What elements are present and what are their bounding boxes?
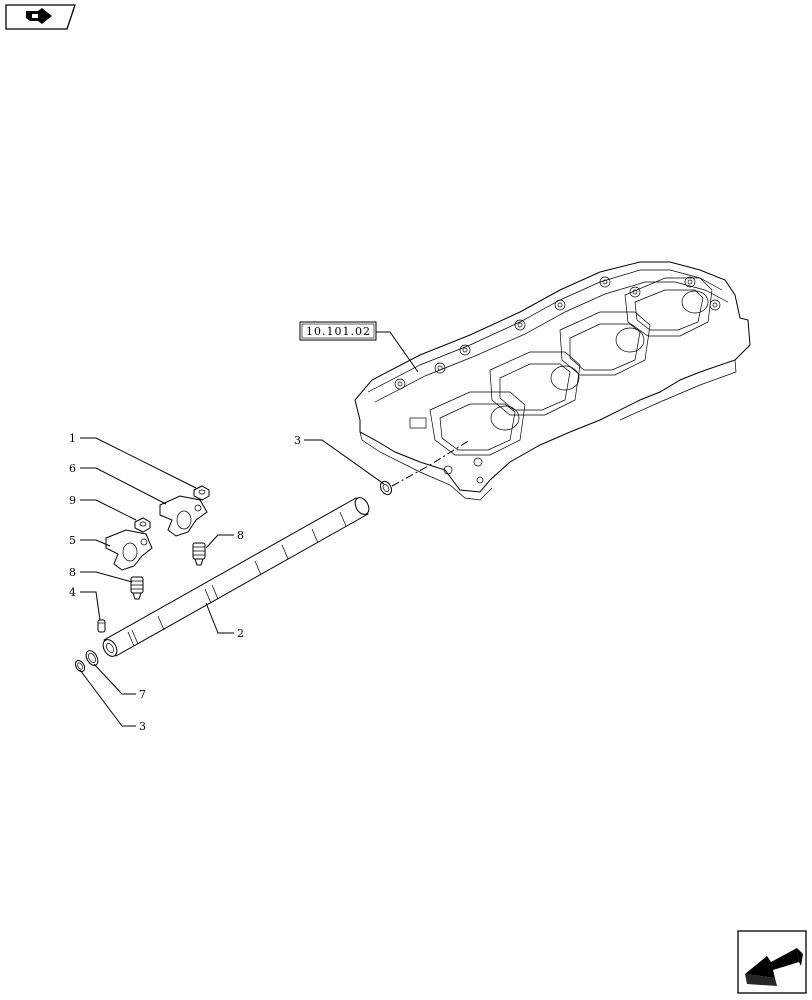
seal-ring-lower — [74, 659, 86, 673]
callout-9: 9 — [69, 494, 76, 507]
leader-lines — [79, 437, 385, 727]
callout-4: 4 — [69, 586, 76, 599]
callouts: 1 6 9 5 8 8 4 3 2 7 3 — [69, 432, 301, 733]
rocker-arm-5 — [105, 529, 153, 571]
callout-1: 1 — [69, 432, 76, 445]
callout-2: 2 — [237, 627, 244, 640]
callout-7: 7 — [139, 688, 146, 701]
adjusting-screw-8-upper — [192, 542, 206, 566]
callout-3-lower: 3 — [139, 720, 146, 733]
callout-8-upper: 8 — [237, 529, 244, 542]
callout-3-upper: 3 — [294, 434, 301, 447]
adjusting-screw-8-lower — [130, 576, 144, 600]
seal-ring-upper — [379, 480, 393, 496]
reference-box[interactable]: 10.101.02 — [299, 321, 377, 341]
reference-label: 10.101.02 — [306, 325, 371, 338]
washer-7 — [85, 650, 99, 666]
callout-8-lower: 8 — [69, 566, 76, 579]
nut-1 — [193, 485, 210, 501]
callout-6: 6 — [69, 462, 76, 475]
next-page-arrow-icon[interactable] — [737, 930, 807, 994]
rocker-shaft — [102, 497, 370, 657]
nut-9 — [134, 517, 151, 533]
pin-4 — [97, 619, 106, 633]
book-arrow-icon[interactable] — [4, 4, 76, 30]
callout-5: 5 — [69, 534, 76, 547]
cylinder-head — [354, 261, 751, 501]
rocker-arm-6 — [159, 495, 208, 537]
